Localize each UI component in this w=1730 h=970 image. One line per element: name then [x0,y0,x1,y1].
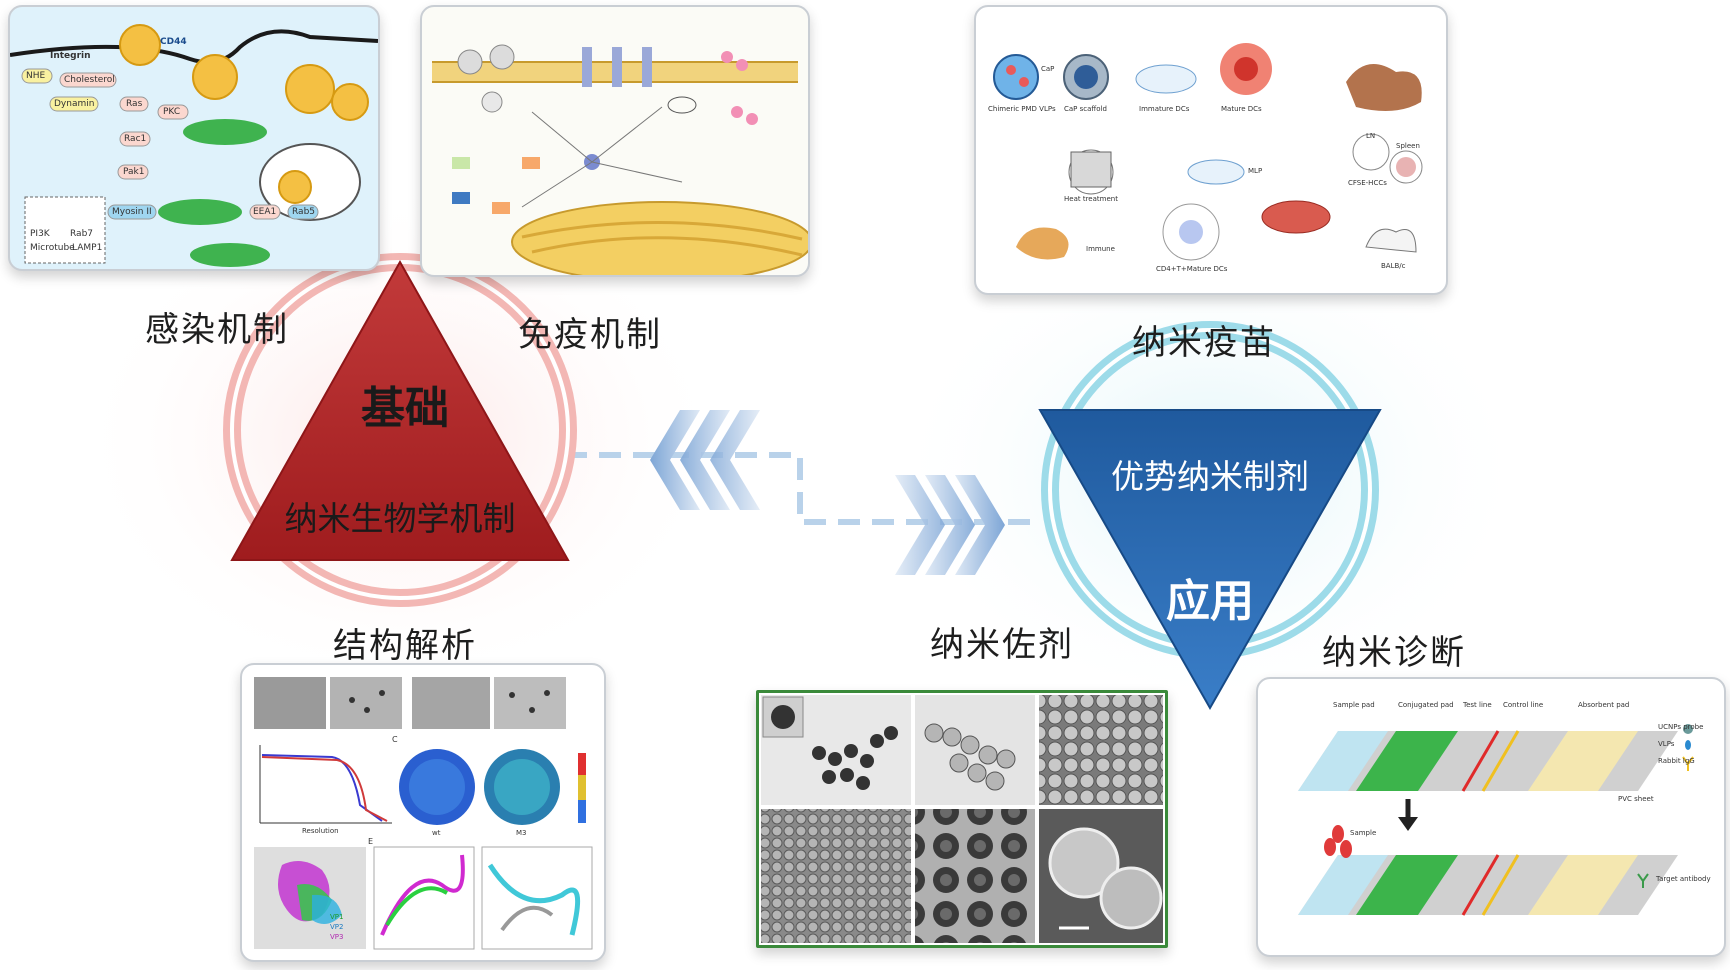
node-pak1: Pak1 [123,167,145,177]
vaccine-step-mlp: MLP [1248,167,1263,175]
label-vaccine: 纳米疫苗 [1132,323,1276,363]
vaccine-step-cd4: CD4+T+Mature DCs [1156,265,1228,273]
chevrons-right [895,475,1005,575]
chevrons-left [650,410,760,510]
left-triangle [230,259,570,561]
vaccine-step-immature: Immature DCs [1139,105,1190,113]
vaccine-step-spleen: Spleen [1396,142,1420,150]
node-cholesterol: Cholesterol [64,75,115,85]
diag-target-antibody: Target antibody [1656,875,1711,883]
infection-figure [10,24,378,267]
legend-rab7: Rab7 [70,229,94,239]
node-myosin: Myosin II [112,207,152,217]
node-rab5: Rab5 [292,207,316,217]
vaccine-step-cfse: CFSE-HCCs [1348,179,1387,187]
node-ras: Ras [126,99,143,109]
card-infection-figure: Integrin CD44 NHE Cholesterol Dynamin Ra… [8,5,380,271]
left-triangle-top-text: 基础 [361,383,449,434]
structure-vp3: VP3 [330,933,344,941]
diag-sample-pad: Sample pad [1333,701,1375,709]
vaccine-step-immune: Immune [1086,245,1115,253]
diag-legend-vlps: VLPs [1658,740,1675,748]
diag-test-line: Test line [1463,701,1492,709]
card-adjuvant-figure [756,690,1168,948]
diag-conjugated-pad: Conjugated pad [1398,701,1454,709]
diag-legend-igg: Rabbit IgG [1658,757,1695,765]
structure-map-m3: M3 [516,829,527,837]
right-triangle-bottom-text: 应用 [1166,576,1254,627]
infection-integrin: Integrin [50,51,91,61]
label-immune: 免疫机制 [518,315,662,355]
card-structure-figure: Resolution wt M3 C E VP1 VP2 VP3 [240,663,606,962]
card-vaccine-figure: Chimeric PMD VLPs CaP CaP scaffold Immat… [974,5,1448,295]
diag-control-line: Control line [1503,701,1544,709]
immune-figure [432,44,808,275]
vaccine-step-mature: Mature DCs [1221,105,1262,113]
vaccine-step-scaffold: CaP scaffold [1064,105,1107,113]
vaccine-step-cap: CaP [1041,65,1055,73]
structure-xaxis: Resolution [302,827,339,835]
adjuvant-figure [761,695,1163,943]
structure-panel-c: C [392,735,398,744]
right-triangle [1038,409,1382,711]
right-triangle-top-text: 优势纳米制剂 [1111,457,1309,496]
diag-pvc-sheet: PVC sheet [1618,795,1654,803]
diagnosis-figure [1298,724,1694,916]
vaccine-step-balbc: BALB/c [1381,262,1406,270]
card-diagnosis-figure: Sample pad Conjugated pad Test line Cont… [1256,677,1726,957]
structure-map-wt: wt [432,829,441,837]
label-adjuvant: 纳米佐剂 [930,625,1074,665]
infection-cd44: CD44 [160,37,187,47]
left-triangle-bottom-text: 纳米生物学机制 [284,499,516,538]
legend-lamp1: LAMP1 [72,243,103,253]
node-dynamin: Dynamin [54,99,95,109]
structure-figure [254,677,593,950]
structure-vp2: VP2 [330,923,344,931]
card-immune-figure [420,5,810,277]
node-nhe: NHE [26,71,46,81]
node-pkc: PKC [163,107,181,117]
vaccine-step-heat: Heat treatment [1064,195,1118,203]
label-infection: 感染机制 [145,310,289,350]
dashed-connector [565,452,1040,525]
label-diagnosis: 纳米诊断 [1322,633,1466,673]
label-structure: 结构解析 [333,626,477,666]
node-rac1: Rac1 [124,134,147,144]
vaccine-step-vlps: Chimeric PMD VLPs [988,105,1056,113]
structure-panel-e: E [368,837,374,846]
diag-legend-ucnps: UCNPs probe [1658,723,1704,731]
node-eea1: EEA1 [253,207,277,217]
vaccine-figure [993,43,1423,261]
legend-microtube: Microtube [30,243,75,253]
legend-pi3k: PI3K [30,229,50,239]
diag-absorbent-pad: Absorbent pad [1578,701,1630,709]
structure-vp1: VP1 [330,913,344,921]
vaccine-step-ln: LN [1366,132,1376,140]
diag-sample: Sample [1350,829,1377,837]
